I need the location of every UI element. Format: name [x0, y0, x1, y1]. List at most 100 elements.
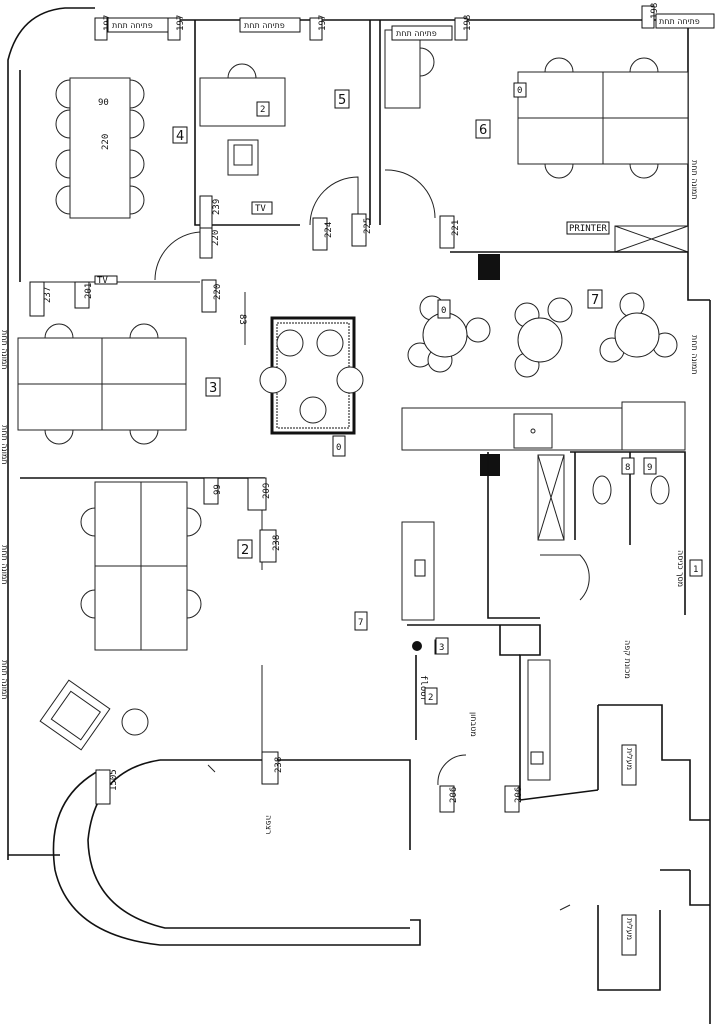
corridor-outer	[52, 769, 421, 946]
outer-wall-left-curve	[7, 7, 95, 860]
room-7: 7	[407, 289, 678, 378]
curved-corridor	[52, 759, 421, 946]
printer-box	[566, 221, 610, 235]
central-table	[259, 316, 364, 435]
tag: 7	[358, 618, 363, 628]
lounge-seating	[39, 679, 149, 751]
corridor-inner	[87, 759, 410, 929]
dim-83: 83	[237, 314, 247, 325]
tag: 197	[176, 15, 186, 31]
tv-top-label: TV	[255, 204, 266, 214]
room-6-number: 6	[479, 123, 487, 138]
room-5-number: 5	[338, 93, 346, 108]
note: מעלית	[625, 748, 634, 770]
tag: 2	[428, 693, 433, 703]
side-table	[121, 708, 149, 736]
sink	[513, 413, 553, 449]
room-3-box	[205, 377, 221, 397]
note: מכונת קפה	[623, 640, 632, 679]
dim-220: 220	[101, 134, 111, 150]
elevator-lobby	[559, 704, 710, 991]
office-desk	[199, 77, 286, 127]
tag: 221	[451, 220, 461, 236]
tv-left-box	[94, 275, 118, 285]
note: תמונה תחת	[690, 160, 699, 200]
door-room5	[309, 176, 359, 226]
hebrew-notes: פתיחה תחת פתיחה תחת פתיחה תחת פתיחה תחת …	[0, 13, 715, 956]
note: תמונה תחת	[690, 335, 699, 375]
tag: 2	[260, 105, 265, 115]
note: תמונה תחת	[0, 660, 9, 700]
tag: 225	[363, 218, 373, 234]
door-core	[437, 754, 467, 786]
wall-core	[487, 452, 540, 619]
note: מעלית	[625, 918, 634, 940]
tag: 99	[213, 484, 223, 495]
tag: 220	[211, 230, 221, 246]
chairs-right	[129, 79, 145, 215]
fridge	[621, 401, 686, 451]
tag: 8	[625, 463, 630, 473]
chairs-left	[55, 79, 71, 215]
dim-90: 90	[98, 98, 109, 108]
tag: 0	[336, 443, 341, 453]
door-room3	[154, 231, 201, 281]
tag: 197	[318, 15, 328, 31]
tag: 1	[693, 565, 698, 575]
tag: 1505	[109, 769, 119, 791]
cabinet	[384, 29, 421, 109]
room-7-number: 7	[591, 293, 599, 308]
tag: 198	[463, 15, 473, 31]
tag: 209	[262, 483, 272, 499]
tv-left-label: TV	[97, 276, 108, 286]
tag: 3	[439, 643, 444, 653]
tag: 0	[441, 306, 446, 316]
room-7-box	[587, 289, 603, 309]
floor-label: floor	[418, 675, 428, 703]
tag: 9	[647, 463, 652, 473]
note: תמונה תחת	[0, 330, 9, 370]
door-restroom	[540, 554, 590, 601]
corridor-inner-top	[160, 759, 411, 850]
room-4-number: 4	[176, 129, 184, 144]
tag: 237	[43, 287, 53, 303]
note: מסך כניסה	[676, 550, 685, 587]
note: תמונה תחת	[0, 545, 9, 585]
tag: 0	[517, 86, 522, 96]
tag: 220	[213, 284, 223, 300]
note: רצפה	[264, 815, 273, 834]
note: פתיחה תחת	[244, 21, 285, 30]
room-3-number: 3	[209, 381, 217, 396]
tag: 206	[514, 787, 524, 803]
tag: 238	[274, 757, 284, 773]
wall-restrooms	[570, 451, 686, 615]
room-6: 6 PRINTER	[379, 20, 689, 280]
core: floor	[401, 452, 599, 801]
round-table-3	[599, 292, 678, 363]
door-room6	[384, 169, 436, 219]
room-5: TV 5	[194, 20, 371, 226]
room-3: 3 83	[17, 231, 247, 445]
tag: 224	[324, 222, 334, 238]
conference-table	[69, 77, 131, 219]
toilet-2	[650, 475, 670, 505]
room-2-box	[237, 539, 253, 559]
note: תמונה תחת	[0, 425, 9, 465]
tag: 238	[272, 535, 282, 551]
room-5-box	[334, 89, 350, 109]
kitchen	[401, 401, 686, 615]
pole	[412, 641, 422, 651]
tv-top-box	[251, 201, 273, 215]
tag: 201	[84, 283, 94, 299]
note: פתיחה תחת	[396, 29, 437, 38]
note: פתיחה תחת	[112, 21, 153, 30]
round-table-2	[514, 297, 573, 378]
room-2-number: 2	[241, 543, 249, 558]
printer-label: PRINTER	[569, 224, 608, 234]
room-4: 90 220 4 TV	[55, 77, 188, 286]
room-4-box	[172, 126, 188, 144]
note: פתיחה תחת	[659, 17, 700, 26]
reception-desk	[527, 659, 551, 781]
wall-core-lower	[407, 624, 541, 800]
